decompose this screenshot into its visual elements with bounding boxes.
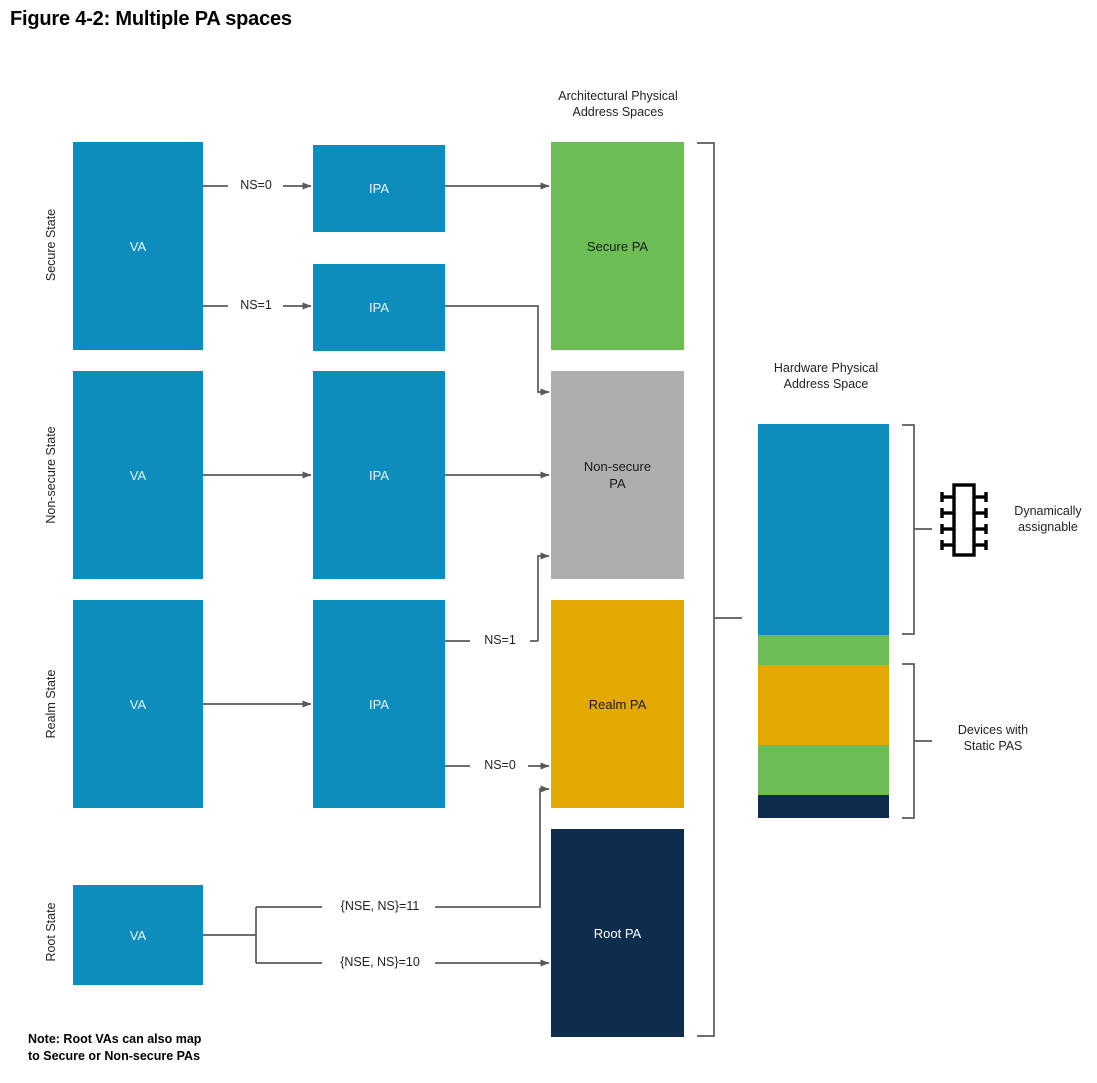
hw-segment-dynamically-assignable[interactable] bbox=[758, 424, 889, 635]
edge-label-secure-ns0: NS=0 bbox=[240, 178, 272, 192]
ipa-box-secure-ns1-label: IPA bbox=[369, 300, 389, 315]
pa-space-realm-label: Realm PA bbox=[588, 696, 647, 712]
ipa-box-secure-ns0[interactable]: IPA bbox=[313, 145, 445, 232]
state-label-root: Root State bbox=[44, 902, 58, 962]
va-box-secure-label: VA bbox=[129, 238, 147, 254]
hw-segment-navy[interactable] bbox=[758, 795, 889, 818]
ipa-box-realm-label: IPA bbox=[369, 696, 389, 712]
ipa-box-non-secure[interactable]: IPA bbox=[313, 371, 445, 579]
ipa-box-non-secure-label: IPA bbox=[369, 467, 389, 483]
edge-label-root-nse-ns-11: {NSE, NS}=11 bbox=[340, 899, 420, 913]
pa-space-root-label: Root PA bbox=[593, 925, 642, 941]
pa-space-realm[interactable]: Realm PA bbox=[551, 600, 684, 808]
pa-space-secure-label: Secure PA bbox=[586, 238, 649, 254]
edge-label-secure-ns1: NS=1 bbox=[240, 298, 272, 312]
annotation-devices-static-pas: Devices with Static PAS bbox=[957, 723, 1029, 753]
state-label-realm: Realm State bbox=[44, 669, 58, 739]
edge-label-realm-ns1: NS=1 bbox=[484, 633, 516, 647]
pa-space-root[interactable]: Root PA bbox=[551, 829, 684, 1037]
hw-segment-amber[interactable] bbox=[758, 665, 889, 745]
va-box-non-secure[interactable]: VA bbox=[73, 371, 203, 579]
edge-label-root-nse-ns-10: {NSE, NS}=10 bbox=[340, 955, 420, 969]
ipa-box-secure-ns1[interactable]: IPA bbox=[313, 264, 445, 351]
bracket-devices-static-pas bbox=[902, 663, 915, 819]
va-box-root-label: VA bbox=[129, 927, 147, 943]
va-box-secure[interactable]: VA bbox=[73, 142, 203, 350]
bracket-architectural-pa-spaces bbox=[697, 142, 715, 1037]
pa-space-non-secure[interactable]: Non-secure PA bbox=[551, 371, 684, 579]
state-label-non-secure: Non-secure State bbox=[44, 426, 58, 524]
annotation-dynamically-assignable: Dynamically assignable bbox=[1014, 504, 1082, 534]
bracket-dynamically-assignable bbox=[902, 424, 915, 635]
ipa-box-realm[interactable]: IPA bbox=[313, 600, 445, 808]
heading-architectural-pa-spaces: Architectural Physical Address Spaces bbox=[558, 89, 678, 119]
figure-note: Note: Root VAs can also map to Secure or… bbox=[28, 1032, 202, 1063]
hw-segment-green-lower[interactable] bbox=[758, 745, 889, 795]
pa-space-non-secure-label: Non-secure PA bbox=[583, 459, 652, 491]
page-title: Figure 4-2: Multiple PA spaces bbox=[10, 8, 292, 30]
va-box-realm-label: VA bbox=[129, 696, 147, 712]
edge-root-nse-ns-11-to-realm-pa bbox=[435, 785, 550, 908]
va-box-root[interactable]: VA bbox=[73, 885, 203, 985]
hw-segment-green-upper[interactable] bbox=[758, 635, 889, 665]
edge-label-realm-ns0: NS=0 bbox=[484, 758, 516, 772]
va-box-realm[interactable]: VA bbox=[73, 600, 203, 808]
pa-space-secure[interactable]: Secure PA bbox=[551, 142, 684, 350]
va-box-non-secure-label: VA bbox=[129, 467, 147, 483]
edge-ipa-secure-ns1-to-non-secure-pa bbox=[445, 305, 550, 396]
heading-hardware-pa-space: Hardware Physical Address Space bbox=[773, 361, 879, 391]
state-label-secure: Secure State bbox=[44, 208, 58, 282]
edge-realm-ns1-to-non-secure-pa bbox=[537, 552, 550, 641]
chip-icon bbox=[940, 483, 988, 557]
ipa-box-secure-ns0-label: IPA bbox=[369, 181, 389, 196]
